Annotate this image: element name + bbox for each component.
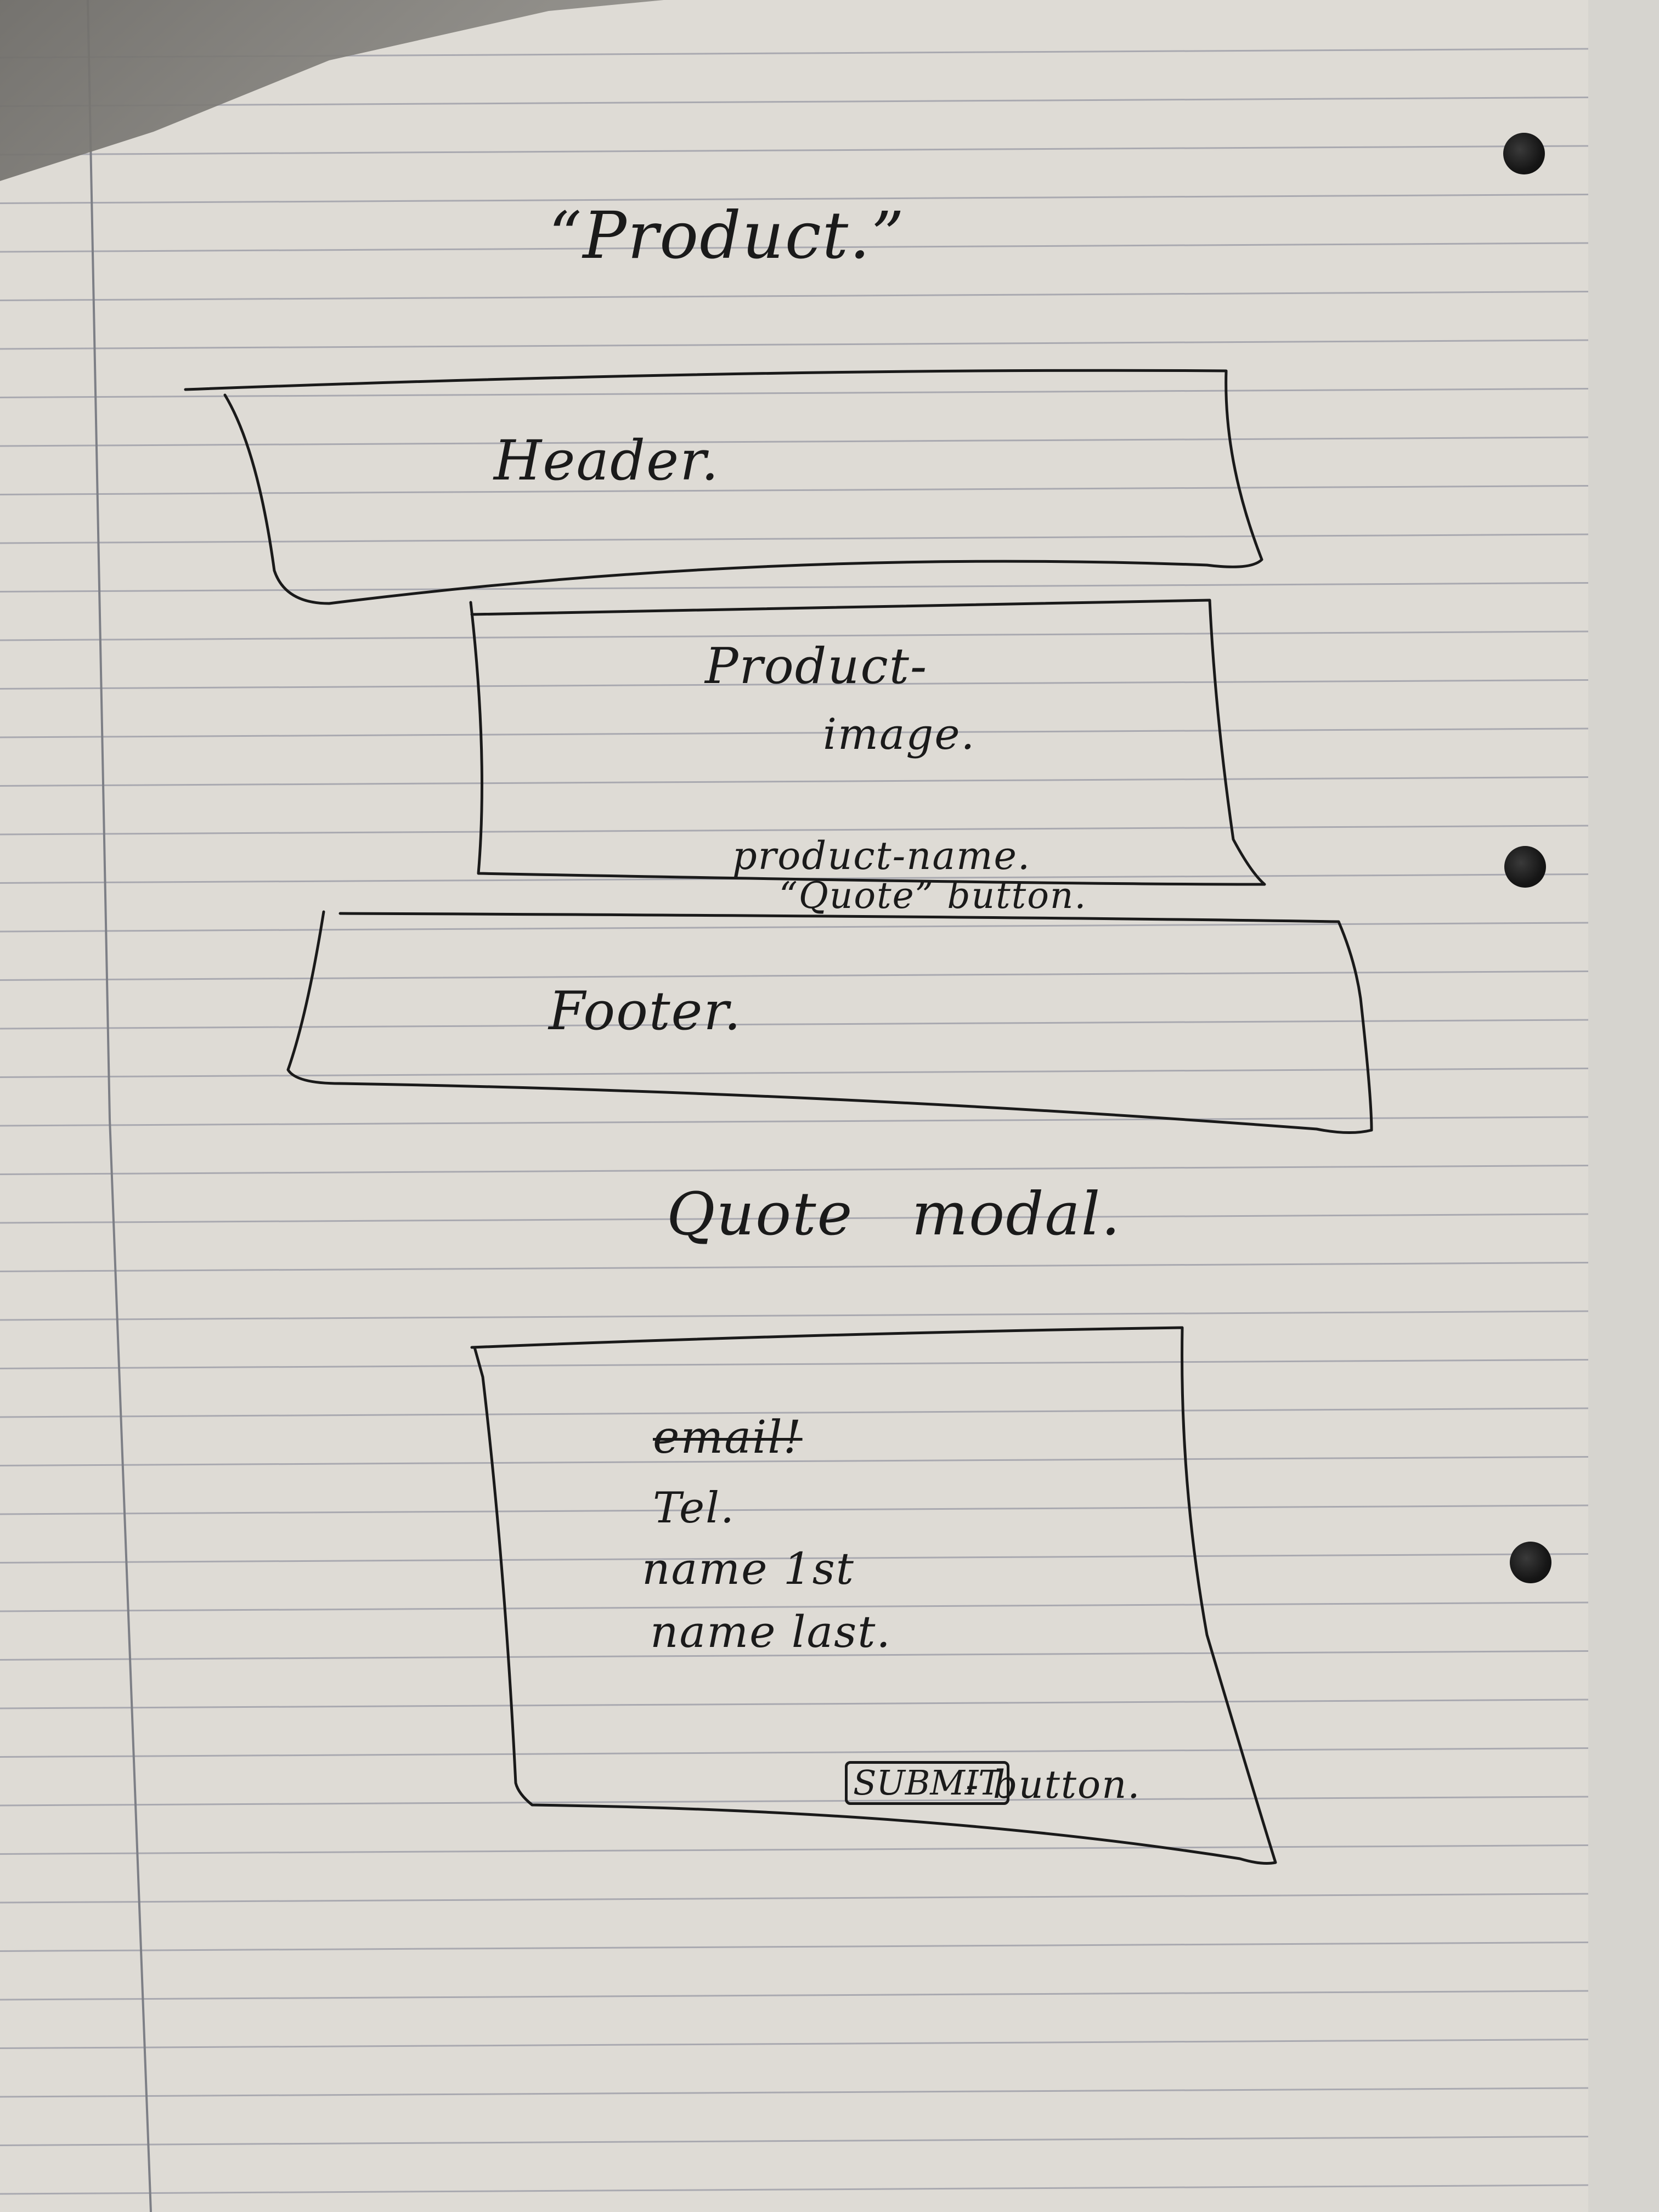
punch-hole-middle <box>1504 846 1546 888</box>
ruled-line <box>0 97 1589 107</box>
ruled-line <box>0 436 1589 447</box>
ruled-line <box>0 242 1589 253</box>
product-image-label-line1: Product- <box>705 637 928 695</box>
footer-box <box>286 910 1373 1135</box>
ruled-line <box>0 485 1589 495</box>
page-shadow <box>0 0 664 181</box>
punch-hole-top <box>1503 133 1545 174</box>
email-field-label: email! <box>653 1412 803 1464</box>
modal-box <box>470 1326 1277 1865</box>
ruled-line <box>0 1213 1589 1224</box>
ruled-line <box>0 776 1589 787</box>
ruled-line <box>0 727 1589 738</box>
product-card-box <box>469 599 1266 886</box>
ruled-line <box>0 1456 1589 1466</box>
ruled-line <box>0 1990 1589 2001</box>
ruled-line <box>0 1553 1589 1564</box>
ruled-line <box>0 2087 1589 2098</box>
modal-title: Quote modal. <box>667 1180 1121 1249</box>
ruled-line <box>0 1796 1589 1807</box>
header-label: Header. <box>494 428 720 493</box>
ruled-line <box>0 533 1589 544</box>
ruled-line <box>0 1262 1589 1272</box>
ruled-line <box>0 1893 1589 1904</box>
submit-button-sketch: SUBMIT <box>845 1761 1009 1805</box>
product-name-label: product-name. <box>732 833 1031 878</box>
ruled-line <box>0 630 1589 641</box>
ruled-line <box>0 1699 1589 1709</box>
ruled-line <box>0 970 1589 981</box>
ruled-line <box>0 145 1589 156</box>
ruled-line <box>0 825 1589 836</box>
ruled-line <box>0 1165 1589 1175</box>
ruled-line <box>0 1747 1589 1758</box>
ruled-line <box>0 679 1589 690</box>
ruled-line <box>0 922 1589 933</box>
footer-label: Footer. <box>549 980 742 1042</box>
ruled-line <box>0 1116 1589 1127</box>
paper-edge-strip <box>1588 0 1659 2212</box>
margin-line <box>87 0 152 2212</box>
submit-button-caption: - button. <box>966 1762 1141 1807</box>
ruled-line <box>0 2039 1589 2049</box>
ruled-line <box>0 1844 1589 1855</box>
ruled-line <box>0 1601 1589 1612</box>
tel-field-label: Tel. <box>653 1483 735 1533</box>
ruled-line <box>0 339 1589 350</box>
page-title: “Product.” <box>549 198 906 273</box>
quote-button-label: “Quote” button. <box>779 874 1087 917</box>
ruled-line <box>0 1650 1589 1661</box>
punch-hole-bottom <box>1510 1542 1551 1583</box>
ruled-line <box>0 582 1589 592</box>
ruled-line <box>0 1407 1589 1418</box>
ruled-line <box>0 1504 1589 1515</box>
ruled-line <box>0 2136 1589 2146</box>
ruled-line <box>0 194 1589 204</box>
header-box <box>184 369 1263 605</box>
ruled-line <box>0 2184 1589 2195</box>
product-image-label-line2: image. <box>823 710 976 759</box>
ruled-line <box>0 388 1589 398</box>
ruled-line <box>0 1359 1589 1369</box>
ruled-line <box>0 291 1589 301</box>
first-name-field-label: name 1st <box>642 1543 855 1594</box>
ruled-line <box>0 1942 1589 1952</box>
ruled-line <box>0 1310 1589 1321</box>
last-name-field-label: name last. <box>650 1606 891 1657</box>
ruled-line <box>0 1068 1589 1078</box>
ruled-line <box>0 1019 1589 1030</box>
